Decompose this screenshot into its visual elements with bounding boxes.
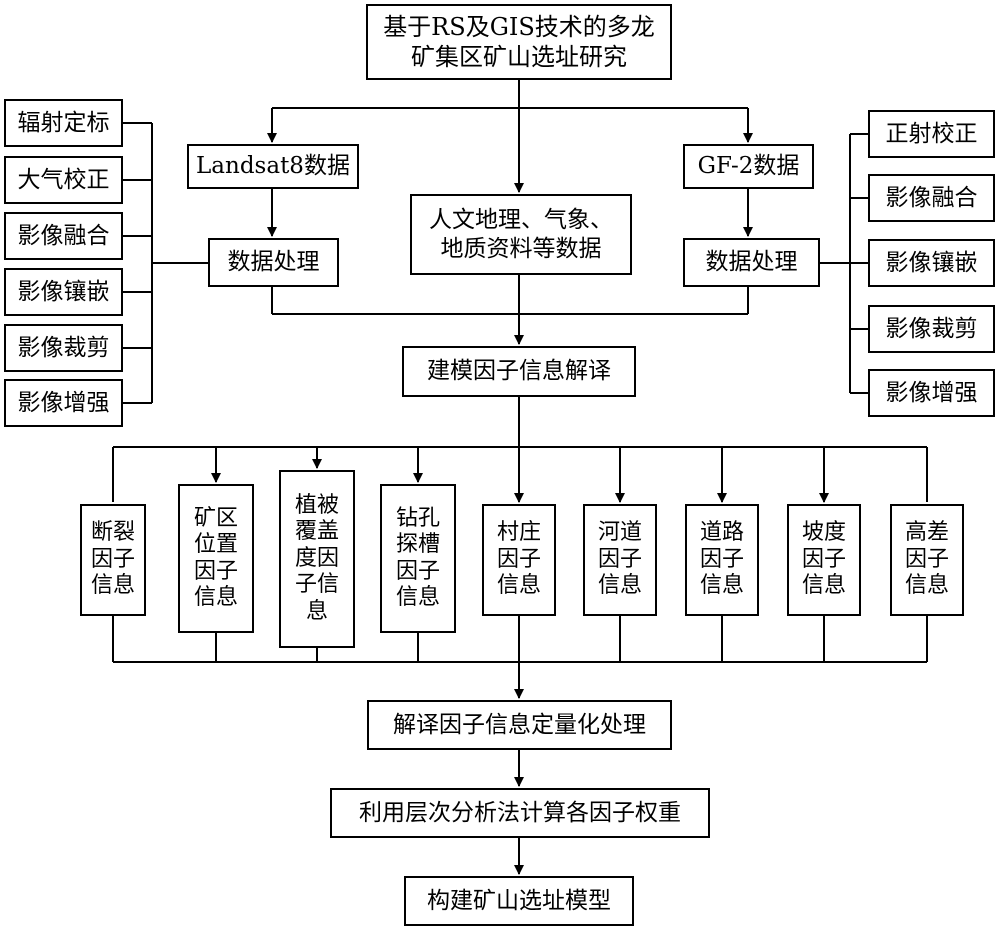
factor-village: 村庄因子信息 <box>482 504 556 616</box>
factor-borehole: 钻孔探槽因子信息 <box>380 484 456 633</box>
landsat-step-4: 影像镶嵌 <box>4 268 123 316</box>
factor-elevation-difference: 高差因子信息 <box>890 504 964 616</box>
factor-vegetation: 植被覆盖度因子信息 <box>279 470 355 648</box>
gf2-step-1: 正射校正 <box>868 110 995 158</box>
factor-river: 河道因子信息 <box>583 504 657 616</box>
landsat-step-5: 影像裁剪 <box>4 324 123 372</box>
gf2-data-box: GF-2数据 <box>683 144 814 189</box>
other-data-box: 人文地理、气象、 地质资料等数据 <box>410 194 632 275</box>
interpretation-box: 建模因子信息解译 <box>402 346 636 397</box>
model-box: 构建矿山选址模型 <box>404 876 634 926</box>
gf2-step-5: 影像增强 <box>868 369 995 417</box>
factor-mine-location: 矿区位置因子信息 <box>178 484 254 633</box>
landsat-processing-box: 数据处理 <box>208 238 339 287</box>
factor-road: 道路因子信息 <box>685 504 759 616</box>
factor-slope: 坡度因子信息 <box>787 504 861 616</box>
factor-fault: 断裂因子信息 <box>80 504 146 616</box>
landsat-step-1: 辐射定标 <box>4 99 123 147</box>
gf2-step-3: 影像镶嵌 <box>868 239 995 287</box>
landsat-step-3: 影像融合 <box>4 212 123 260</box>
title-box: 基于RS及GIS技术的多龙 矿集区矿山选址研究 <box>366 4 672 80</box>
quantify-box: 解译因子信息定量化处理 <box>367 700 672 750</box>
gf2-step-2: 影像融合 <box>868 174 995 222</box>
landsat-step-6: 影像增强 <box>4 379 123 427</box>
ahp-weight-box: 利用层次分析法计算各因子权重 <box>330 788 710 838</box>
landsat-step-2: 大气校正 <box>4 156 123 204</box>
gf2-processing-box: 数据处理 <box>683 238 820 287</box>
landsat-data-box: Landsat8数据 <box>187 144 359 189</box>
gf2-step-4: 影像裁剪 <box>868 305 995 353</box>
